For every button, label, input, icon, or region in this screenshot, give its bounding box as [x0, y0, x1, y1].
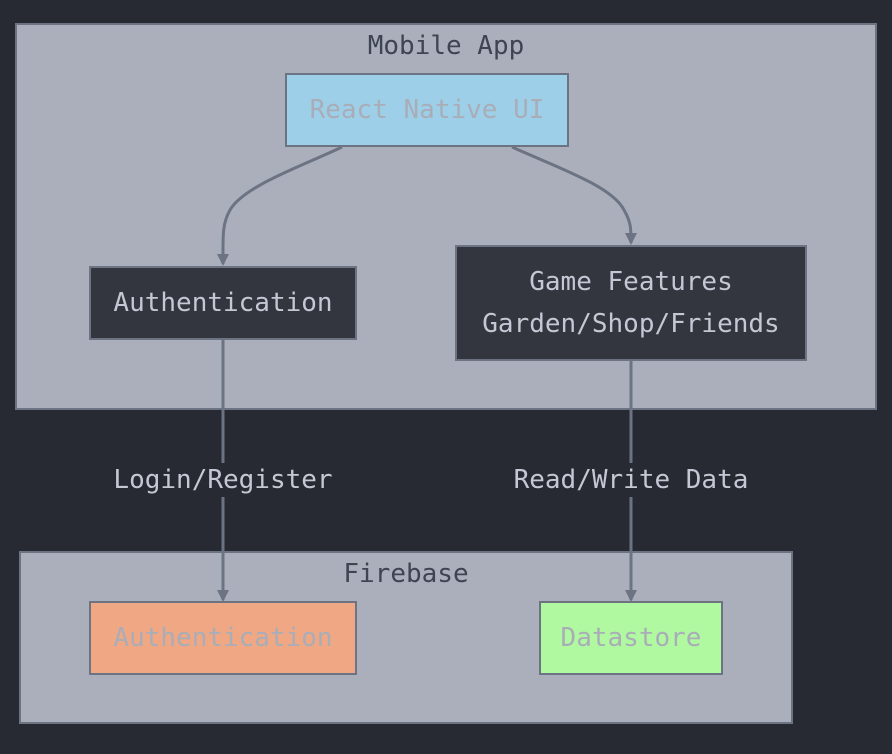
edge-label-read-write-data: Read/Write Data — [511, 463, 751, 497]
node-app-authentication-label: Authentication — [113, 288, 333, 318]
node-game-features-line2: Garden/Shop/Friends — [482, 309, 780, 339]
edge-ui-to-authentication — [216, 145, 343, 266]
node-firebase-authentication-label: Authentication — [113, 623, 333, 653]
node-game-features-line1: Game Features — [529, 267, 733, 297]
node-datastore: Datastore — [539, 601, 723, 675]
edge-ui-to-game-features — [511, 145, 637, 245]
node-react-native-ui-label: React Native UI — [309, 95, 545, 125]
node-game-features: Game Features Garden/Shop/Friends — [455, 245, 807, 361]
firebase-group-title: Firebase — [343, 559, 469, 589]
mobile-app-group-title: Mobile App — [367, 31, 525, 61]
node-app-authentication: Authentication — [89, 266, 357, 340]
edge-label-login-register: Login/Register — [111, 463, 335, 497]
node-firebase-authentication: Authentication — [89, 601, 357, 675]
node-react-native-ui: React Native UI — [285, 73, 569, 147]
node-datastore-label: Datastore — [560, 623, 702, 653]
